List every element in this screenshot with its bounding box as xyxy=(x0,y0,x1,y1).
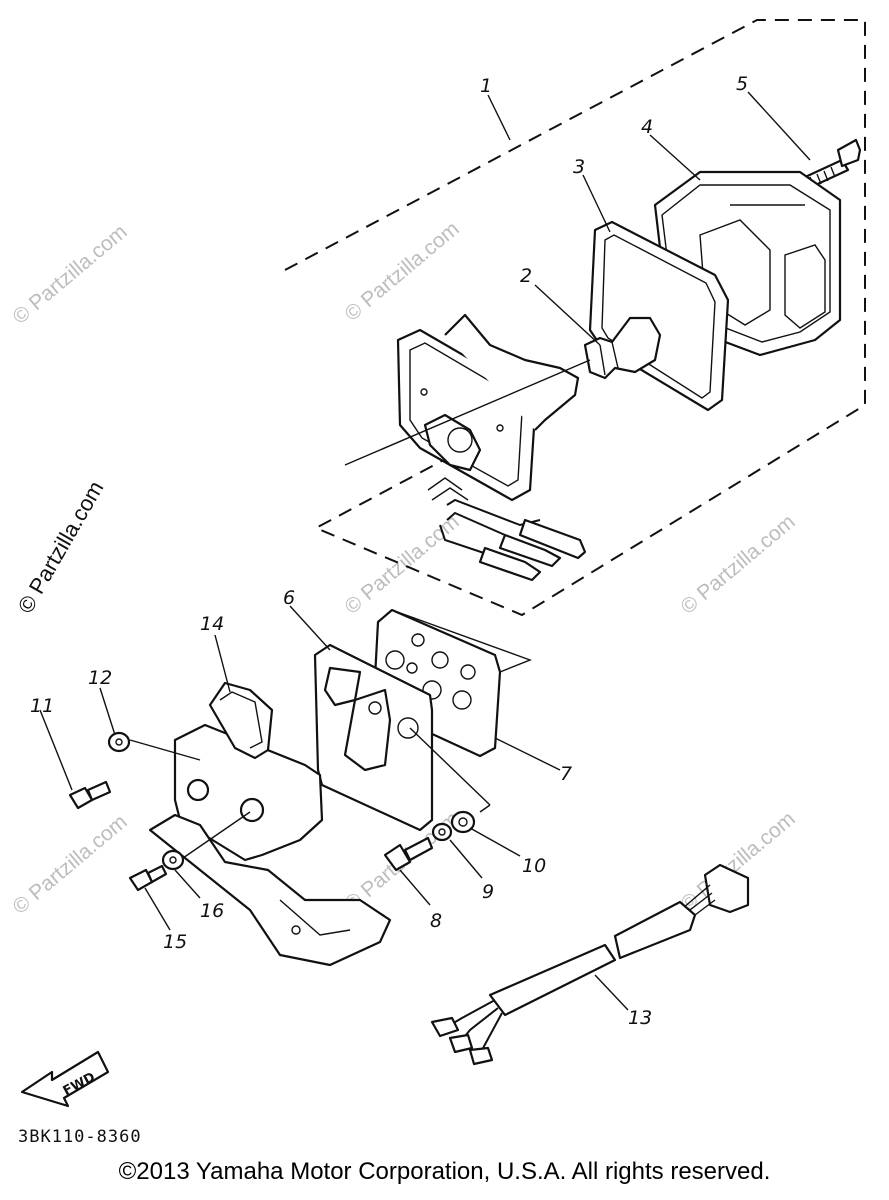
leader-parts-8-10 xyxy=(409,727,491,813)
callout-15: 15 xyxy=(163,931,187,953)
leader-12-bracket xyxy=(129,739,201,761)
part-12-washer xyxy=(107,731,131,753)
callout-9: 9 xyxy=(482,881,494,903)
watermark: © Partzilla.com xyxy=(676,510,799,619)
callout-8: 8 xyxy=(430,910,442,932)
callout-2: 2 xyxy=(520,265,532,287)
part-10-nut xyxy=(450,810,476,834)
leader-bulb-base xyxy=(344,359,591,466)
callout-16: 16 xyxy=(200,900,224,922)
callout-4: 4 xyxy=(641,116,653,138)
watermark: © Partzilla.com xyxy=(8,220,131,329)
part-14-tail-bracket xyxy=(148,681,392,967)
part-8-bolt xyxy=(383,836,434,872)
forward-arrow-icon: FWD xyxy=(20,1050,110,1108)
part-3-gasket xyxy=(588,220,730,412)
callout-6: 6 xyxy=(283,587,295,609)
copyright-notice: ©2013 Yamaha Motor Corporation, U.S.A. A… xyxy=(118,1158,771,1185)
part-9-washer xyxy=(431,822,453,842)
part-1-wire-leads xyxy=(439,498,587,582)
leader-16-bracket xyxy=(182,811,251,859)
watermark: © Partzilla.com xyxy=(8,810,131,919)
part-1-taillight-base xyxy=(396,313,580,502)
callout-5: 5 xyxy=(736,73,748,95)
part-15-bolt xyxy=(128,864,168,892)
callout-13: 13 xyxy=(628,1007,652,1029)
callout-labels: 1 2 3 4 5 6 7 8 9 10 11 12 13 14 15 16 xyxy=(30,73,748,1029)
callout-1: 1 xyxy=(480,75,492,97)
watermark: © Partzilla.com xyxy=(340,510,463,619)
part-13-harness xyxy=(430,863,750,1066)
assembly-boundary xyxy=(284,19,866,617)
part-11-bolt xyxy=(68,780,112,810)
part-16-washer xyxy=(161,849,185,871)
watermark: © Partzilla.com xyxy=(340,217,463,326)
callout-3: 3 xyxy=(573,156,585,178)
diagram-code: 3BK110-8360 xyxy=(18,1127,142,1147)
part-6-bracket xyxy=(313,643,434,832)
watermark: © Partzilla.com xyxy=(13,477,109,618)
callout-14: 14 xyxy=(200,613,224,635)
callout-leaders xyxy=(39,91,811,1011)
callout-10: 10 xyxy=(522,855,546,877)
callout-7: 7 xyxy=(560,763,572,785)
part-2-bulb xyxy=(583,316,662,380)
callout-11: 11 xyxy=(30,695,54,717)
callout-12: 12 xyxy=(88,667,112,689)
